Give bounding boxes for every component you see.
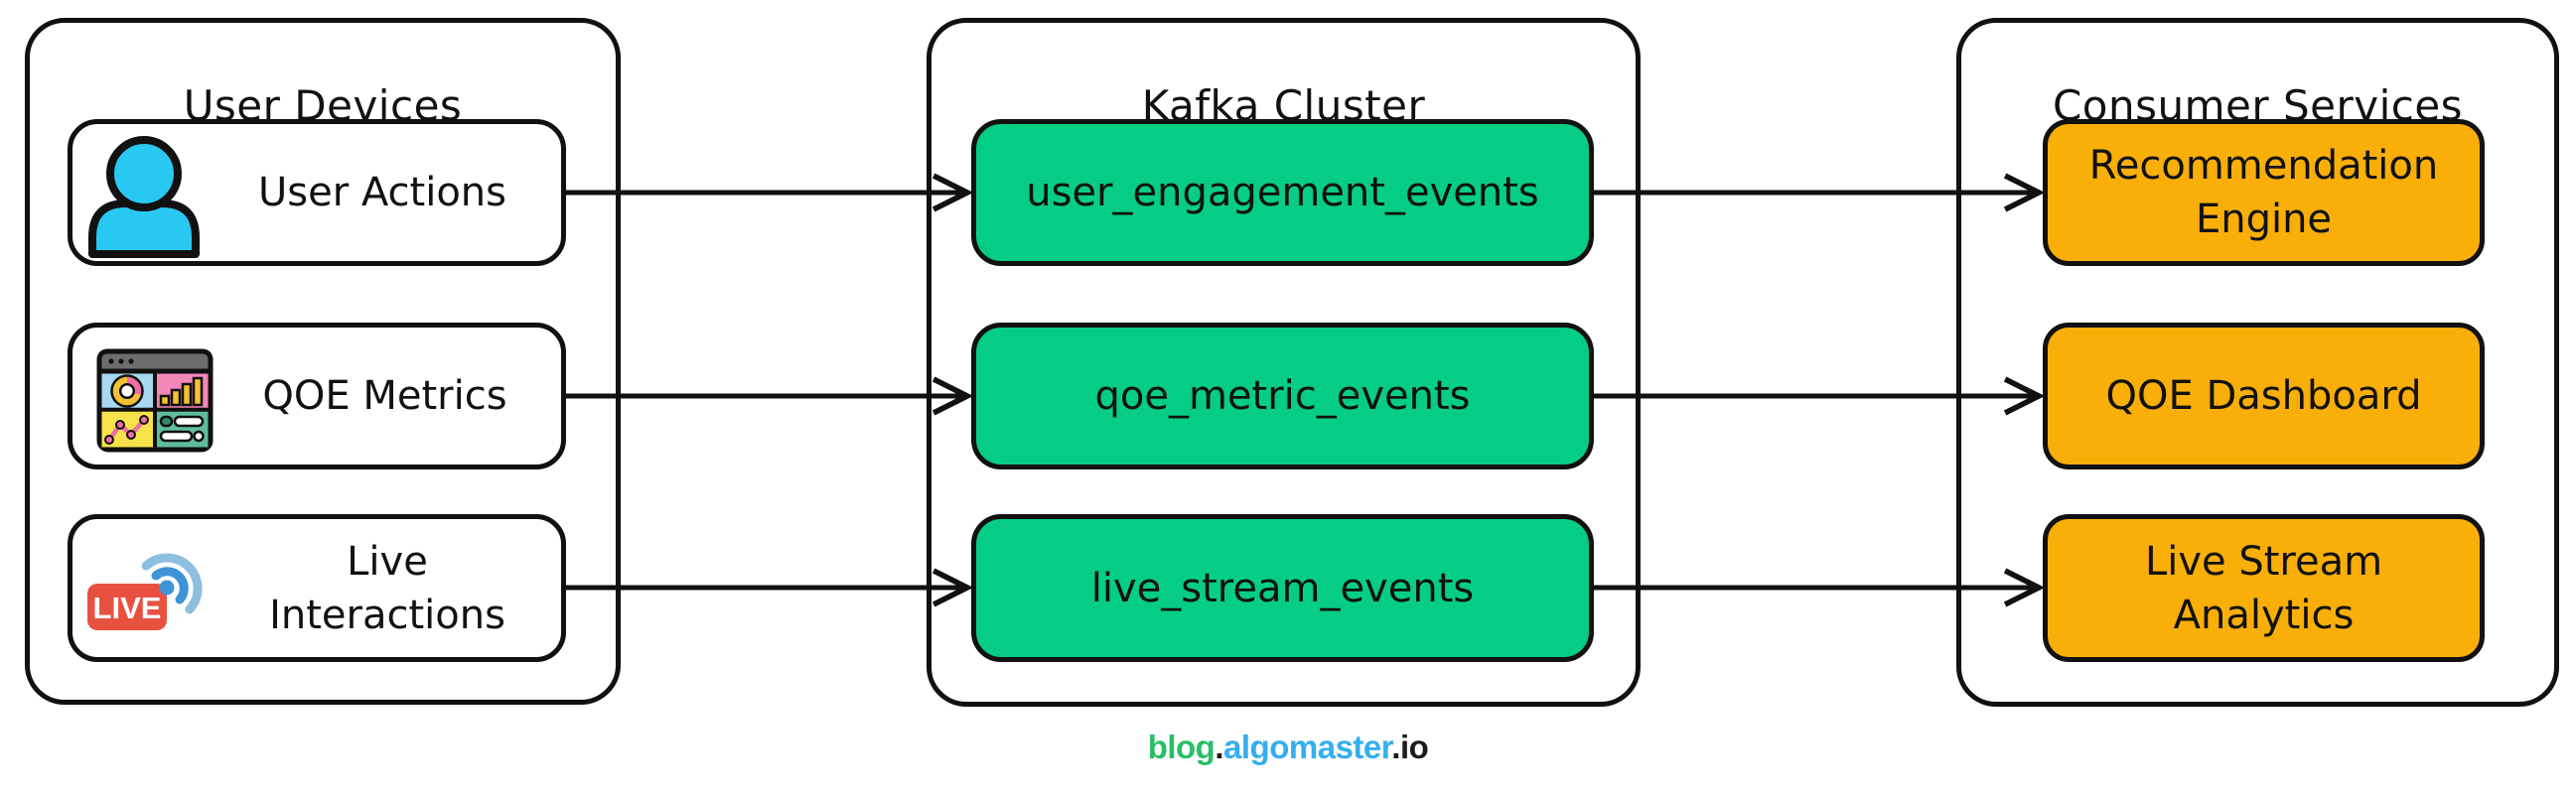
footer-part-dot1: .: [1215, 729, 1224, 765]
live-icon: LIVE: [86, 547, 215, 638]
topic-label-user-engagement-events: user_engagement_events: [1026, 170, 1539, 215]
node-label-qoe-metrics: QOE Metrics: [262, 373, 507, 419]
topic-label-live-stream-events: live_stream_events: [1090, 565, 1475, 611]
consumer-label-recommendation-engine: Recommendation Engine: [2088, 143, 2439, 242]
footer-part-dot2: .: [1391, 729, 1400, 765]
node-topic-live-stream-events: live_stream_events: [971, 514, 1594, 662]
node-live-stream-analytics: Live Stream Analytics: [2043, 514, 2485, 662]
node-topic-qoe-metric-events: qoe_metric_events: [971, 323, 1594, 469]
node-qoe-dashboard: QOE Dashboard: [2043, 323, 2485, 469]
svg-text:LIVE: LIVE: [93, 591, 162, 625]
footer-part-algomaster: algomaster: [1223, 729, 1392, 765]
node-label-user-actions: User Actions: [258, 170, 506, 215]
node-label-live-interactions: Live Interactions: [269, 538, 505, 638]
node-user-actions: User Actions: [68, 119, 566, 266]
consumer-label-live-stream-analytics: Live Stream Analytics: [2144, 538, 2383, 638]
user-icon: [84, 134, 204, 263]
topic-label-qoe-metric-events: qoe_metric_events: [1094, 373, 1471, 419]
node-recommendation-engine: Recommendation Engine: [2043, 119, 2485, 266]
node-topic-user-engagement-events: user_engagement_events: [971, 119, 1594, 266]
footer-watermark: blog.algomaster.io: [0, 729, 2576, 766]
footer-part-io: io: [1399, 729, 1429, 765]
node-qoe-metrics: QOE Metrics: [68, 323, 566, 469]
consumer-label-qoe-dashboard: QOE Dashboard: [2105, 373, 2422, 419]
qoe-dashboard-icon: [96, 348, 214, 457]
node-live-interactions: LIVE Live Interactions: [68, 514, 566, 662]
footer-part-blog: blog: [1147, 729, 1216, 765]
